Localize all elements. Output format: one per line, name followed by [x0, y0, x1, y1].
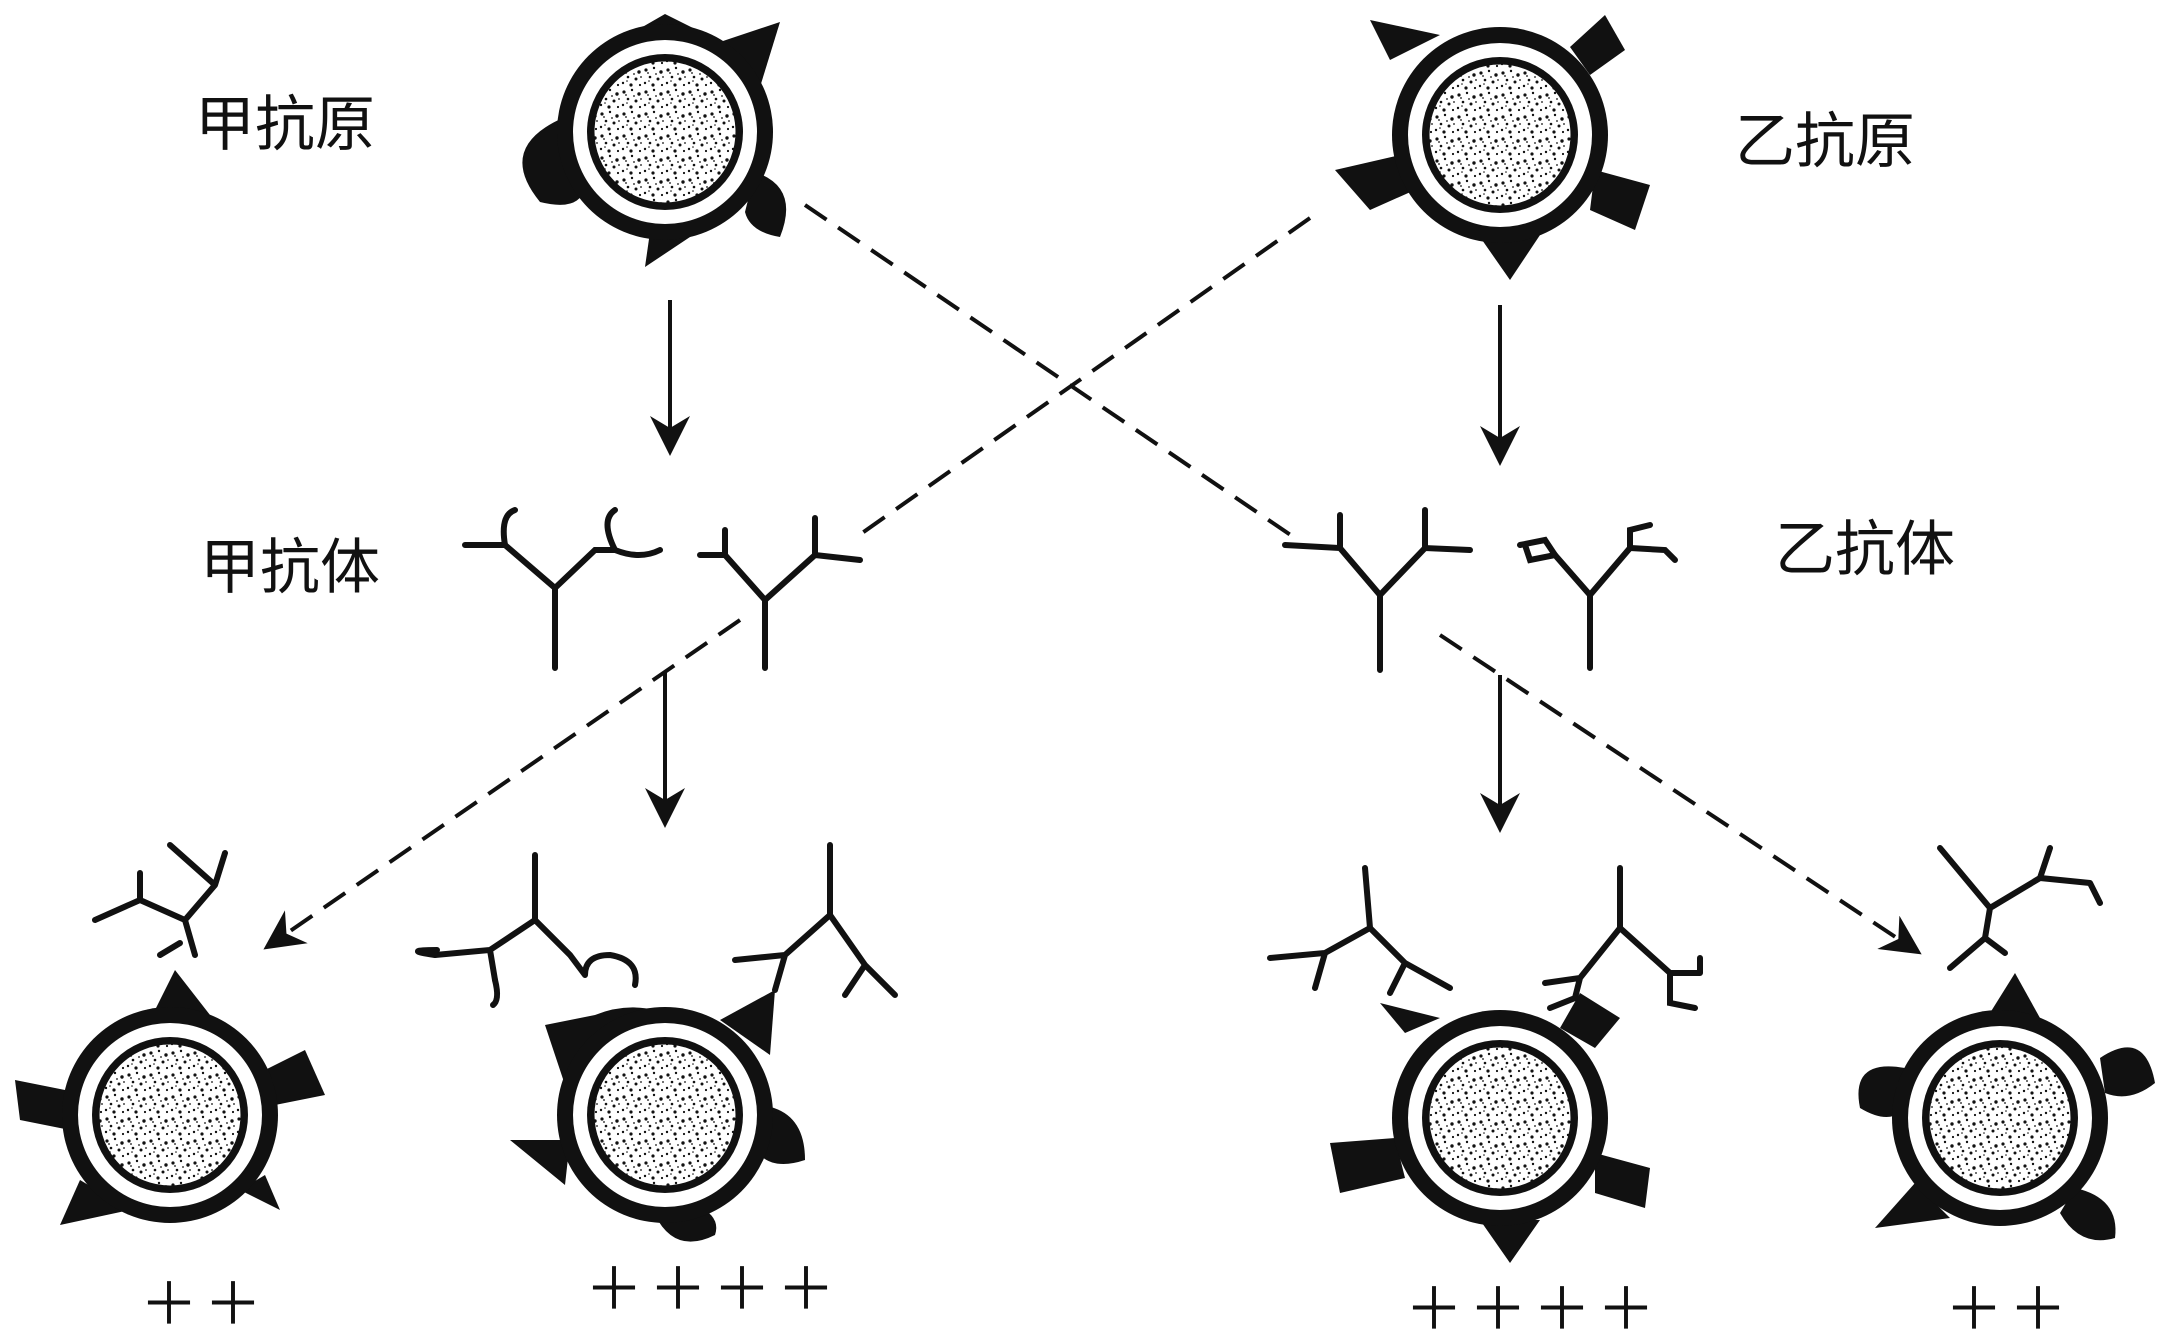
- antigen-b-cell: [1335, 15, 1650, 280]
- reaction-cell-1: [15, 842, 325, 1225]
- reaction-cell-4: [1858, 845, 2155, 1241]
- dashed-arrow-to-cell-4: [1438, 633, 1922, 955]
- label-antigen-b: 乙抗原: [1735, 107, 1915, 177]
- dashed-line-antigen-b-to-antibody-a: [853, 216, 1312, 540]
- antigen-a-cell: [522, 14, 787, 267]
- reaction-cell-3: [1267, 865, 1703, 1263]
- label-antibody-a: 甲抗体: [200, 533, 380, 603]
- label-antigen-a: 甲抗原: [195, 90, 375, 160]
- antibody-a-pair: [462, 507, 863, 671]
- reaction-score-1: ＋＋: [140, 1270, 269, 1338]
- label-antibody-b: 乙抗体: [1775, 515, 1955, 585]
- reaction-score-4: ＋＋: [1945, 1275, 2074, 1343]
- antibody-b-pair: [1282, 507, 1678, 673]
- reaction-cell-2: [415, 842, 898, 1242]
- cross-reaction-lines: [263, 203, 1922, 955]
- dashed-arrow-to-cell-1: [263, 618, 742, 950]
- solid-arrows: [645, 300, 1520, 833]
- reaction-score-3: ＋＋＋＋: [1405, 1275, 1662, 1343]
- reaction-score-2: ＋＋＋＋: [585, 1255, 842, 1323]
- dashed-line-antigen-a-to-antibody-b: [803, 203, 1297, 540]
